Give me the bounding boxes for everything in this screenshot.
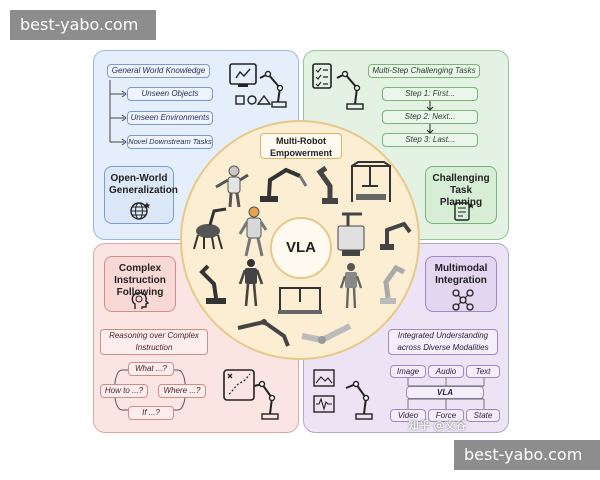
open-world-generalization-label: Open-World Generalization bbox=[109, 173, 178, 196]
arm-robot-icon bbox=[260, 167, 308, 202]
quadruped-arm-icon bbox=[193, 207, 227, 250]
checklist-robot-icon bbox=[312, 63, 364, 110]
network-icon bbox=[452, 289, 474, 311]
question-how: How to ...? bbox=[100, 384, 148, 398]
gantry-robot-icon bbox=[351, 161, 391, 202]
step-3: Step 3: Last... bbox=[382, 133, 478, 147]
question-where: Where ...? bbox=[158, 384, 206, 398]
horizontal-arm-icon bbox=[301, 323, 352, 344]
modality-video: Video bbox=[390, 409, 426, 422]
globe-icon bbox=[130, 202, 151, 220]
zhihu-watermark: 知乎 @文谷 bbox=[408, 419, 467, 432]
mounted-arm-icon bbox=[199, 264, 226, 304]
humanoid-robot-2-icon bbox=[339, 263, 363, 309]
modality-audio: Audio bbox=[428, 365, 464, 378]
general-knowledge-heading: General World Knowledge bbox=[107, 64, 210, 78]
mobile-manipulator-icon bbox=[337, 212, 365, 256]
computer-robot-icon bbox=[229, 63, 287, 108]
instruction-following-card: Complex Instruction Following bbox=[104, 256, 176, 312]
service-robot-icon bbox=[238, 206, 268, 257]
modality-text: Text bbox=[466, 365, 500, 378]
collaborative-arm-icon bbox=[380, 221, 412, 250]
bipedal-robot-icon bbox=[238, 259, 264, 307]
industrial-arm-icon bbox=[316, 165, 338, 204]
task-planning-card: Challenging Task Planning bbox=[425, 166, 497, 224]
modality-state: State bbox=[466, 409, 500, 422]
question-what: What ...? bbox=[128, 362, 174, 376]
tree-item-unseen-objects: Unseen Objects bbox=[127, 87, 213, 101]
step-arrows bbox=[426, 101, 434, 134]
reasoning-heading: Reasoning over Complex Instruction bbox=[100, 329, 208, 355]
tree-item-unseen-environments: Unseen Environments bbox=[127, 111, 213, 125]
question-if: If ...? bbox=[128, 406, 174, 420]
integrated-understanding-heading: Integrated Understanding across Diverse … bbox=[388, 329, 498, 355]
tree-connector bbox=[109, 80, 127, 146]
modality-arrows bbox=[407, 378, 485, 409]
image-signal-robot-icon bbox=[313, 369, 373, 420]
white-arm-icon bbox=[380, 264, 406, 304]
multi-step-heading: Multi-Step Challenging Tasks bbox=[368, 64, 480, 78]
step-1: Step 1: First... bbox=[382, 87, 478, 101]
watermark-top: best-yabo.com bbox=[10, 10, 156, 40]
modality-image: Image bbox=[390, 365, 426, 378]
open-world-generalization-card: Open-World Generalization bbox=[104, 166, 178, 224]
tabletop-gantry-icon bbox=[278, 287, 322, 314]
modality-vla: VLA bbox=[406, 386, 484, 399]
multi-robot-title: Multi-Robot Empowerment bbox=[260, 133, 342, 159]
long-reach-arm-icon bbox=[237, 319, 290, 347]
watermark-bottom: best-yabo.com bbox=[454, 440, 600, 470]
humanoid-robot-icon bbox=[215, 165, 249, 208]
head-speech-icon bbox=[131, 292, 150, 309]
multimodal-card: Multimodal Integration bbox=[425, 256, 497, 312]
vla-center: VLA bbox=[270, 217, 332, 279]
clipboard-icon bbox=[454, 202, 475, 221]
modality-force: Force bbox=[428, 409, 464, 422]
map-robot-icon bbox=[223, 369, 279, 420]
tree-item-novel-tasks: Novel Downstream Tasks bbox=[127, 135, 213, 149]
multimodal-label: Multimodal Integration bbox=[434, 263, 488, 286]
